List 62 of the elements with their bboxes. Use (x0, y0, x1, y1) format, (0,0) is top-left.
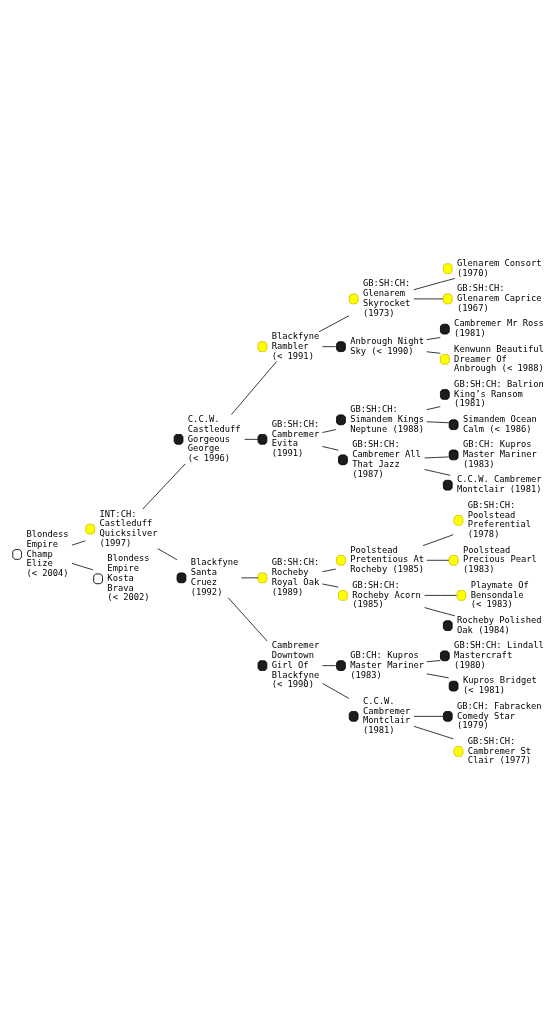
node-label: GB:CH: Kupros Master Mariner (1983) (350, 649, 425, 680)
node-label: GB:SH:CH: Glenarem Skyrocket (1973) (362, 277, 411, 318)
node-label: Blondess Empire Kosta Brava (< 2002) (107, 552, 150, 602)
node-label: Blondess Empire Champ Elize (< 2004) (26, 528, 69, 578)
node-label: Cambremer Mr Ross (1981) (454, 317, 544, 338)
connector (424, 468, 451, 476)
node-label: Simandem Ocean Calm (< 1986) (462, 413, 537, 434)
node-label: Kupros Bridget (< 1981) (462, 674, 537, 695)
connector (322, 568, 337, 572)
connector (322, 583, 339, 587)
node-label: INT:CH: Castleduff Quicksilver (1997) (99, 508, 158, 548)
node-label: Playmate Of Bensondale (< 1983) (470, 579, 529, 609)
node-label: GB:CH: Kupros Master Mariner (1983) (462, 438, 537, 469)
connector (142, 463, 186, 510)
node-label: GB:SH:CH: Cambremer Evita (1991) (271, 418, 320, 458)
connector (322, 445, 339, 451)
node-label: C.C.W. Castleduff Gorgeous George (< 1996) (187, 413, 241, 463)
node-label: Poolstead Pretentious At Rocheby (1985) (350, 544, 425, 574)
connector (422, 533, 454, 546)
node-label: Kenwunn Beautiful Dreamer Of Anbrough (< 1988) (454, 343, 544, 373)
connector (322, 682, 350, 699)
connector (413, 725, 454, 739)
connector (71, 540, 86, 546)
connector (322, 664, 337, 666)
node-label: Rocheby Polished Oak (1984) (457, 614, 542, 635)
node-label: GB:SH:CH: Rocheby Royal Oak (1989) (271, 556, 320, 597)
connector (244, 438, 259, 440)
connector (426, 672, 450, 678)
connector (426, 659, 441, 662)
connector (227, 596, 268, 641)
node-label: Blackfyne Santa Cruez (1992) (190, 556, 239, 597)
connector (424, 606, 456, 616)
node-label: GB:SH:CH: Rocheby Acorn (1985) (352, 579, 421, 609)
node-label: C.C.W. Cambremer Montclair (1981) (457, 473, 542, 494)
connector (413, 715, 444, 717)
node-label: Blackfyne Rambler (< 1991) (271, 330, 320, 361)
node-label: GB:SH:CH: Balrion King’s Ransom (1981) (454, 378, 544, 408)
connector (424, 594, 457, 596)
connector (322, 345, 337, 347)
node-label: GB:SH:CH: Cambremer St Clair (1977) (467, 735, 532, 765)
connector (426, 336, 441, 340)
connector (231, 360, 278, 415)
connector (426, 420, 450, 423)
node-label: C.C.W. Cambremer Montclair (1981) (362, 695, 411, 735)
node-label: GB:CH: Fabracken Comedy Star (1979) (457, 700, 542, 730)
node-label: Anbrough Night Sky (< 1990) (350, 335, 425, 356)
node-label: Poolstead Precious Pearl (1983) (462, 544, 537, 574)
node-label: Cambremer Downtown Girl Of Blackfyne (< 1990) (271, 639, 320, 689)
connector (157, 547, 178, 560)
node-label: Glenarem Consort (1970) (457, 257, 542, 278)
node-label: GB:SH:CH: Glenarem Caprice (1967) (457, 282, 542, 313)
node-label: GB:SH:CH: Cambremer All That Jazz (1987) (352, 438, 421, 479)
connector (322, 428, 337, 433)
connector (426, 350, 441, 354)
connector (413, 277, 456, 290)
connector (71, 562, 94, 570)
connector (318, 314, 350, 332)
connector (424, 456, 449, 458)
node-label: GB:SH:CH: Simandem Kings Neptune (1988) (350, 403, 425, 434)
node-label: GB:SH:CH: Lindall Mastercraft (1980) (454, 639, 544, 670)
connector (426, 405, 441, 410)
node-label: GB:SH:CH: Poolstead Preferential (1978) (467, 499, 532, 539)
